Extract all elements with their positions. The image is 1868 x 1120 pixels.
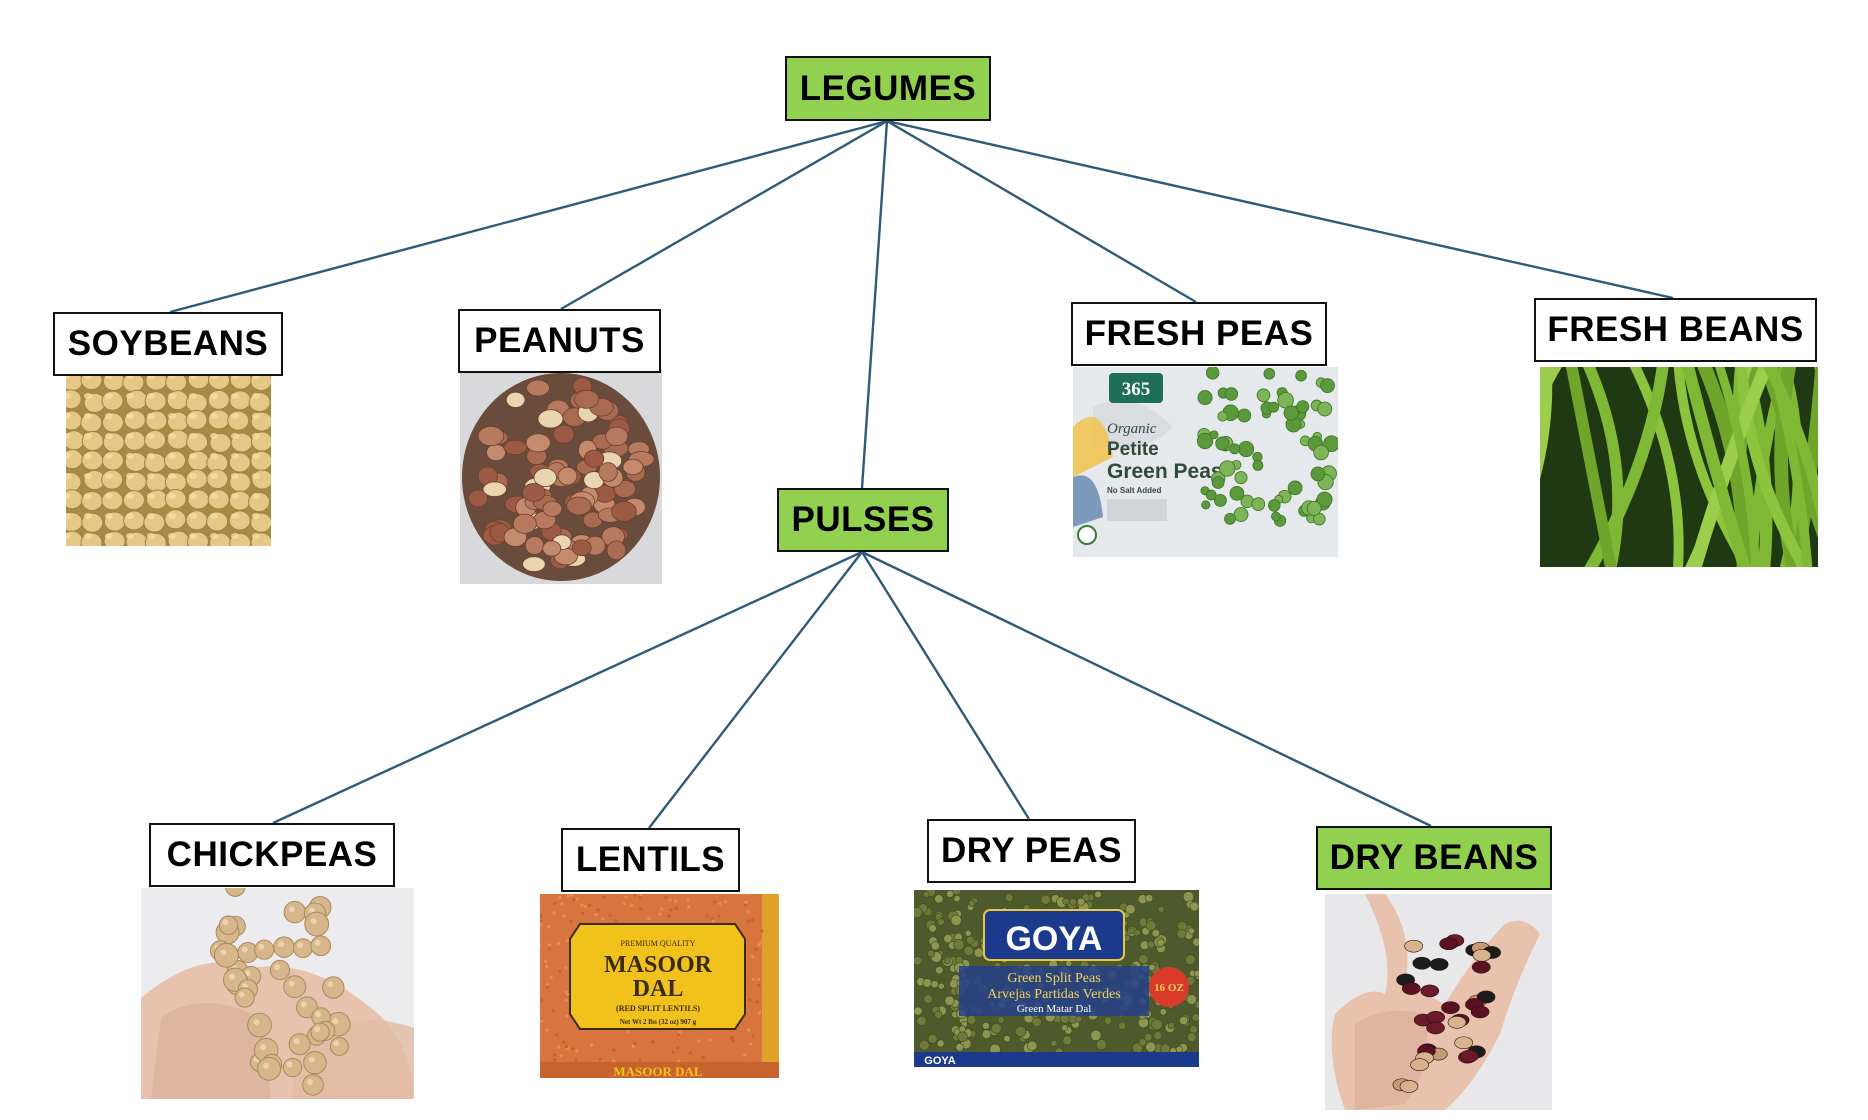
connector-legumes-pulses — [860, 120, 889, 489]
goya-badge: 16 OZ — [1154, 982, 1184, 994]
dal-sub: (RED SPLIT LENTILS) — [616, 1004, 700, 1013]
dal-weight: Net Wt 2 lbs (32 oz) 907 g — [620, 1018, 697, 1026]
dal-footer: MASOOR DAL — [613, 1064, 703, 1078]
node-pulses: PULSES — [777, 488, 949, 552]
dal-premium: PREMIUM QUALITY — [621, 939, 696, 948]
peanuts-photo — [460, 369, 662, 584]
node-lentils: LENTILS — [561, 828, 740, 892]
connector-legumes-peanuts — [560, 119, 888, 311]
bag-petite: Petite — [1107, 439, 1159, 460]
green-beans-photo — [1540, 367, 1818, 567]
goya-brand: GOYA — [1005, 920, 1102, 958]
goya-line1: Green Split Peas — [1007, 971, 1100, 986]
chickpeas-in-hand-photo — [141, 888, 414, 1099]
connector-legumes-fresh-beans — [886, 119, 1674, 300]
connector-pulses-lentils — [648, 551, 863, 829]
connector-legumes-soybeans — [169, 119, 888, 314]
node-peanuts: PEANUTS — [458, 309, 661, 373]
node-dry-peas: DRY PEAS — [927, 819, 1136, 883]
bag-no-salt: No Salt Added — [1107, 486, 1161, 495]
connector-legumes-fresh-peas — [886, 119, 1197, 304]
connector-pulses-chickpeas — [272, 550, 863, 825]
node-dry-beans: DRY BEANS — [1316, 826, 1552, 890]
dal-dal: DAL — [633, 976, 684, 1002]
connector-pulses-dry-peas — [860, 551, 1031, 820]
bag-organic: Organic — [1107, 421, 1157, 437]
node-chickpeas: CHICKPEAS — [149, 823, 395, 887]
goya-line3: Green Matar Dal — [1017, 1003, 1092, 1015]
node-soybeans: SOYBEANS — [53, 312, 283, 376]
bag-brand: 365 — [1122, 379, 1151, 400]
bag-green-peas: Green Peas — [1107, 460, 1223, 483]
goya-line2: Arvejas Partidas Verdes — [987, 987, 1121, 1002]
connector-pulses-dry-beans — [861, 550, 1432, 828]
frozen-peas-bag-photo: 365 Organic Petite Green Peas No Salt Ad… — [1073, 367, 1338, 557]
goya-split-peas-bag-photo: GOYA Green Split Peas Arvejas Partidas V… — [914, 890, 1199, 1067]
masoor-dal-bag-photo: PREMIUM QUALITY MASOOR DAL (RED SPLIT LE… — [540, 894, 779, 1078]
goya-footer: GOYA — [924, 1055, 955, 1067]
node-legumes: LEGUMES — [785, 56, 991, 121]
dal-masoor: MASOOR — [604, 952, 713, 978]
node-fresh-beans: FRESH BEANS — [1534, 298, 1817, 362]
node-fresh-peas: FRESH PEAS — [1071, 302, 1327, 366]
soybeans-photo — [66, 371, 271, 546]
dry-beans-in-hand-photo — [1325, 894, 1552, 1110]
